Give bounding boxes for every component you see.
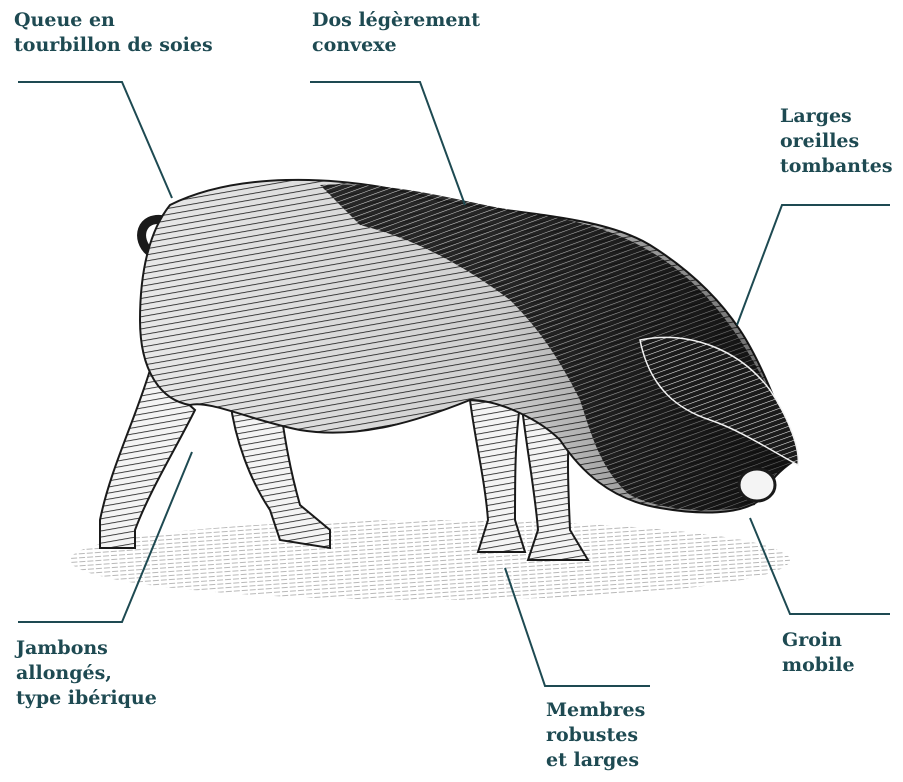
label-ears: Larges oreilles tombantes bbox=[780, 104, 893, 179]
leader-ears bbox=[737, 205, 890, 325]
label-tail: Queue en tourbillon de soies bbox=[14, 8, 213, 58]
label-hams: Jambons allongés, type ibérique bbox=[16, 636, 157, 711]
leader-tail bbox=[18, 82, 172, 198]
ground-shadow bbox=[70, 520, 790, 600]
label-back: Dos légèrement convexe bbox=[312, 8, 480, 58]
label-limbs: Membres robustes et larges bbox=[546, 698, 645, 773]
pig-snout bbox=[739, 469, 775, 501]
leader-snout bbox=[750, 518, 890, 614]
label-snout: Groin mobile bbox=[782, 628, 855, 678]
